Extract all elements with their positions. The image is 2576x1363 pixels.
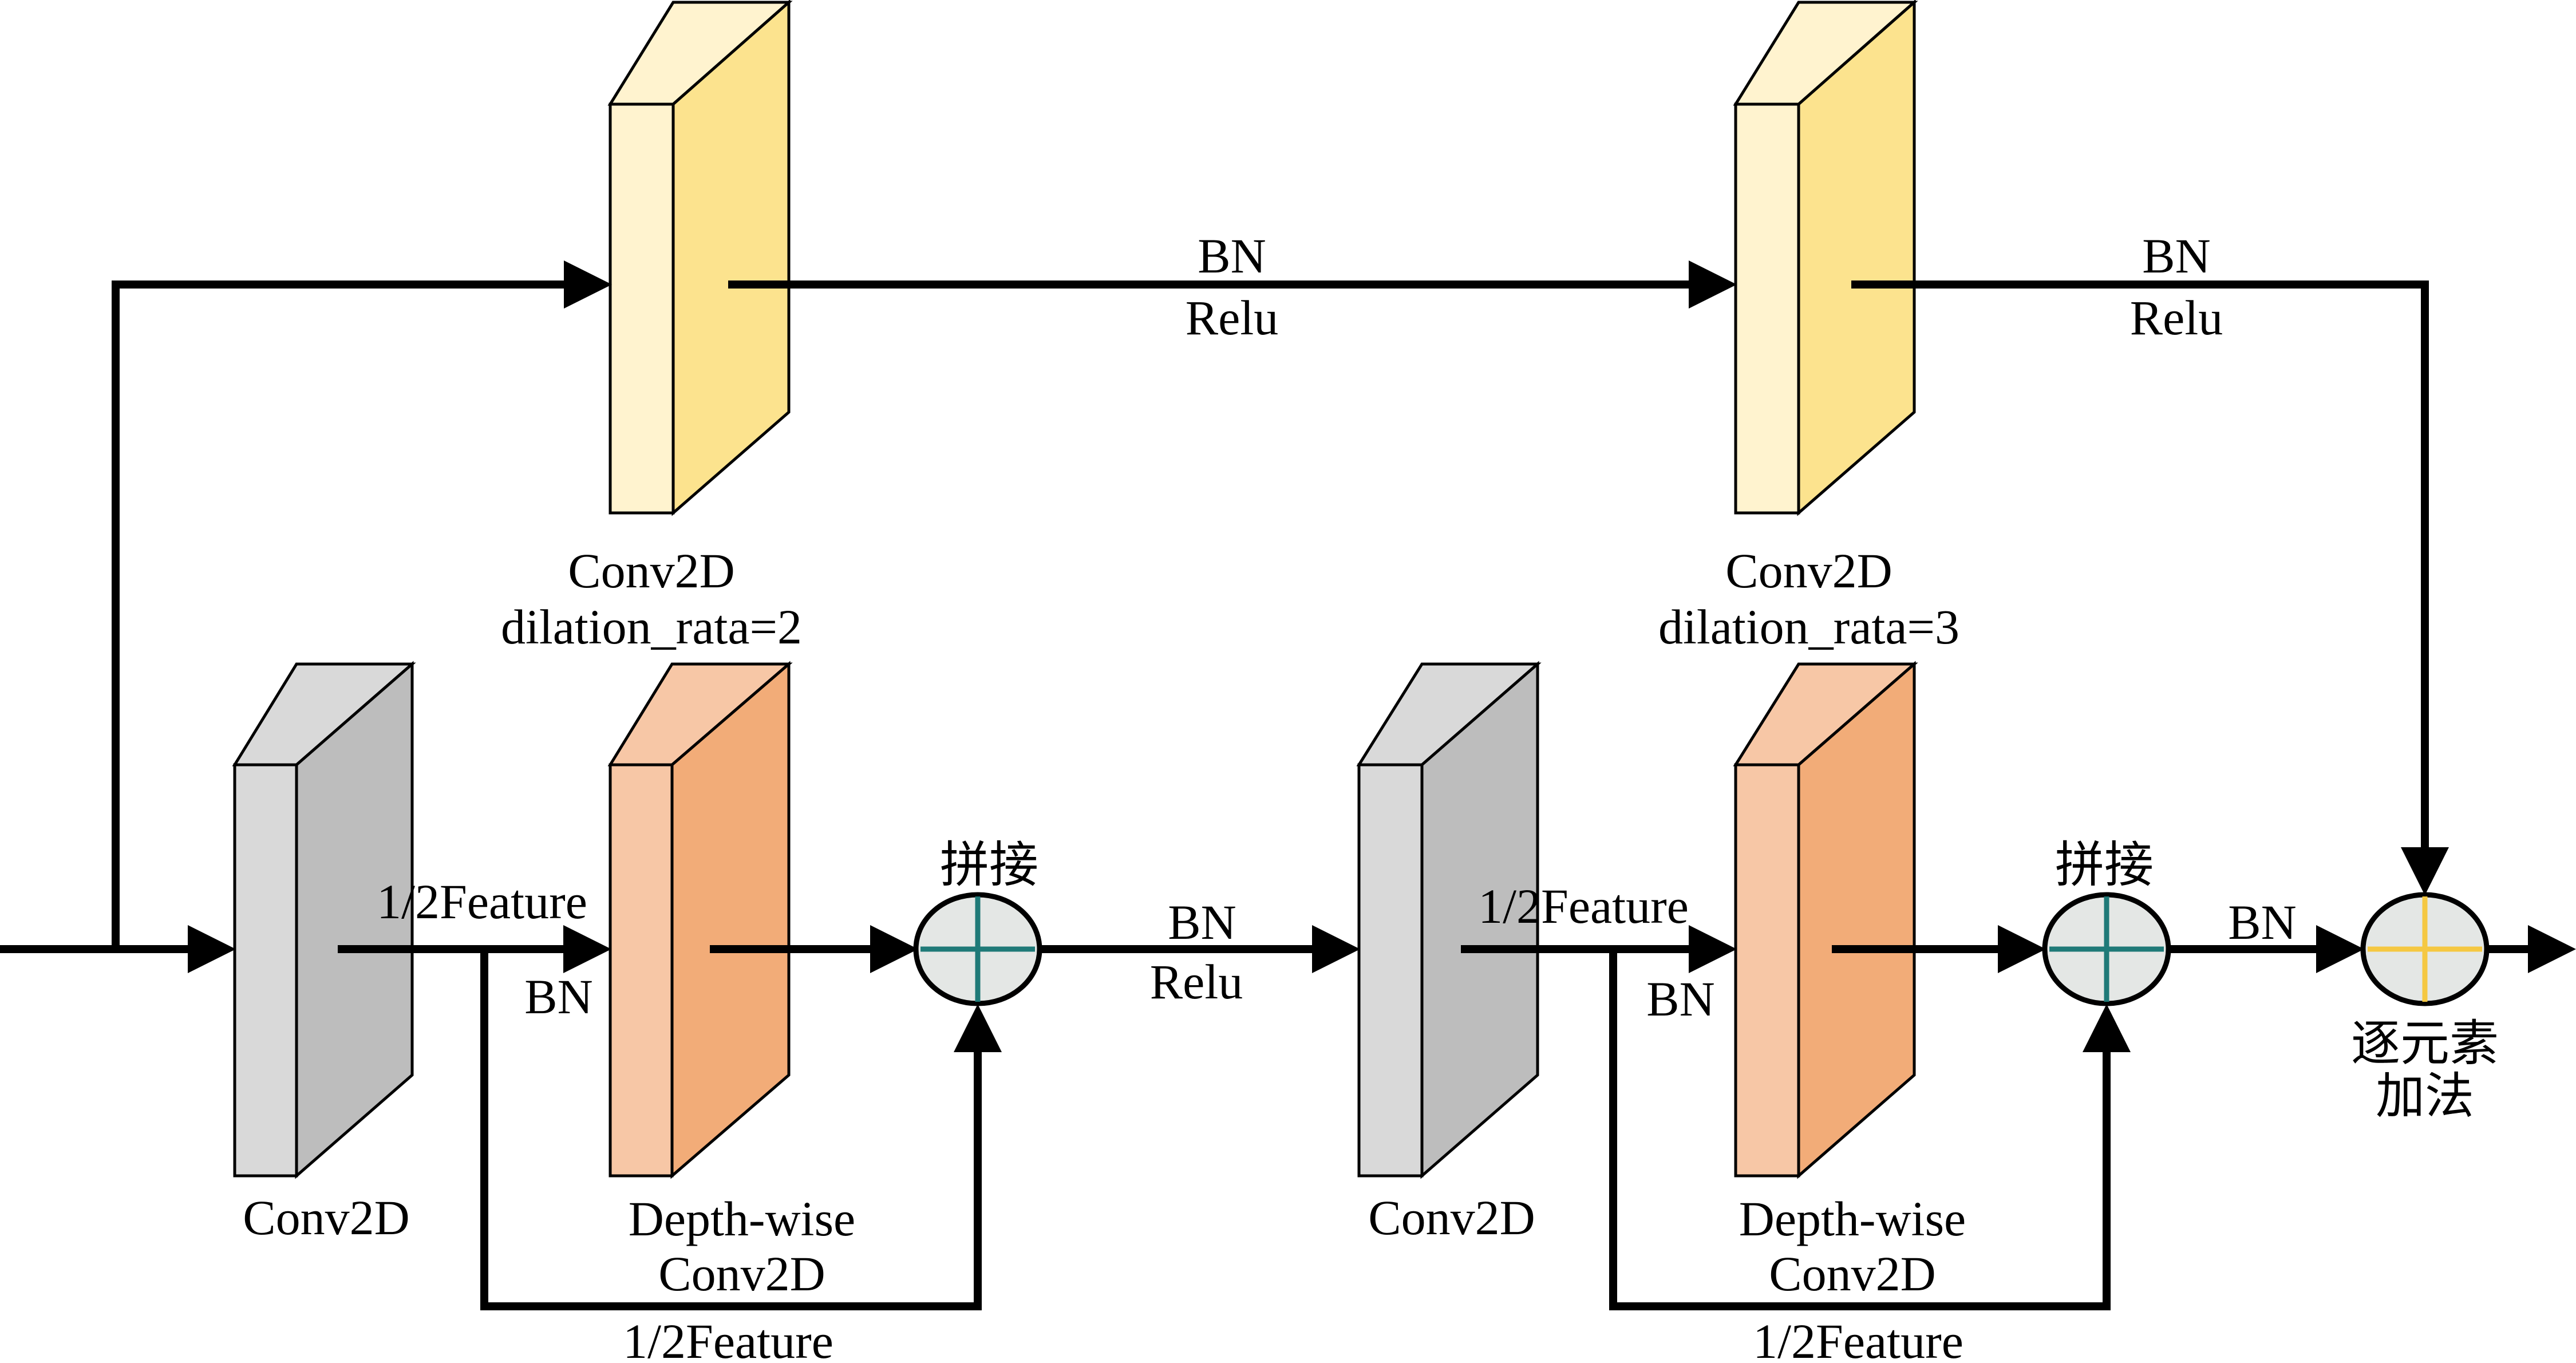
concat-node-1: [913, 892, 1042, 1006]
half-feature-top-2: 1/2Feature: [1478, 879, 1689, 934]
depthwise-1-label-line2: Conv2D: [658, 1246, 825, 1301]
top-edge-2-bn: BN: [2142, 228, 2210, 283]
conv2d-2-label: Conv2D: [1368, 1190, 1535, 1245]
depthwise-2-label-line2: Conv2D: [1769, 1246, 1935, 1301]
depthwise-2-label-line1: Depth-wise: [1739, 1191, 1966, 1246]
bypass-1-arrow: [480, 949, 1002, 1310]
mid-relu-label: Relu: [1150, 954, 1243, 1009]
conv-dilation2-title: Conv2D: [568, 543, 734, 598]
bn-label-dw1: BN: [524, 969, 592, 1024]
concat-2-label: 拼接: [2055, 837, 2154, 892]
bypass-2-arrow: [1609, 949, 2131, 1310]
concat-node-2: [2042, 892, 2171, 1006]
block-front-face: [609, 102, 675, 515]
bn-label-dw2: BN: [1646, 971, 1714, 1026]
depthwise-1-label-line1: Depth-wise: [629, 1191, 855, 1246]
plus-icon: [920, 896, 1035, 1002]
conv-dilation2-param: dilation_rata=2: [501, 599, 802, 654]
depthwise-conv2d-block-2: [1733, 661, 1918, 1179]
top-edge-1-bn: BN: [1198, 228, 1266, 283]
final-bn-label: BN: [2228, 895, 2296, 950]
conv2d-block-2: [1356, 661, 1542, 1179]
plus-icon: [2368, 896, 2482, 1002]
top-edge-1-relu: Relu: [1186, 290, 1278, 345]
block-front-face: [1734, 763, 1800, 1178]
connectors: [0, 260, 2576, 1310]
skip-up-arrow: [112, 260, 612, 949]
top-edge-2-relu: Relu: [2130, 290, 2223, 345]
add-label-line1: 逐元素: [2351, 1016, 2499, 1071]
conv2d-dilation2-block: [607, 0, 793, 516]
add-label-line2: 加法: [2376, 1069, 2474, 1124]
elementwise-add-node: [2360, 892, 2490, 1006]
half-feature-top-1: 1/2Feature: [377, 874, 587, 929]
mid-bn-label: BN: [1168, 895, 1236, 950]
conv2d-block-1: [232, 661, 416, 1179]
plus-icon: [2049, 896, 2164, 1002]
conv-dilation3-title: Conv2D: [1725, 543, 1892, 598]
conv2d-1-label: Conv2D: [243, 1190, 409, 1245]
block-front-face: [233, 763, 298, 1178]
block-front-face: [1734, 102, 1800, 515]
block-front-face: [1357, 763, 1424, 1178]
conv-dilation3-param: dilation_rata=3: [1658, 599, 1959, 654]
concat-1-label: 拼接: [940, 837, 1038, 892]
half-feature-bottom-2: 1/2Feature: [1753, 1314, 1963, 1363]
top-edge-2-arrow: [1851, 280, 2449, 895]
labels: Conv2D dilation_rata=2 Conv2D dilation_r…: [243, 228, 2499, 1363]
depthwise-conv2d-block-1: [607, 661, 793, 1179]
block-front-face: [609, 763, 674, 1178]
conv2d-dilation3-block: [1733, 0, 1918, 516]
half-feature-bottom-1: 1/2Feature: [623, 1314, 833, 1363]
